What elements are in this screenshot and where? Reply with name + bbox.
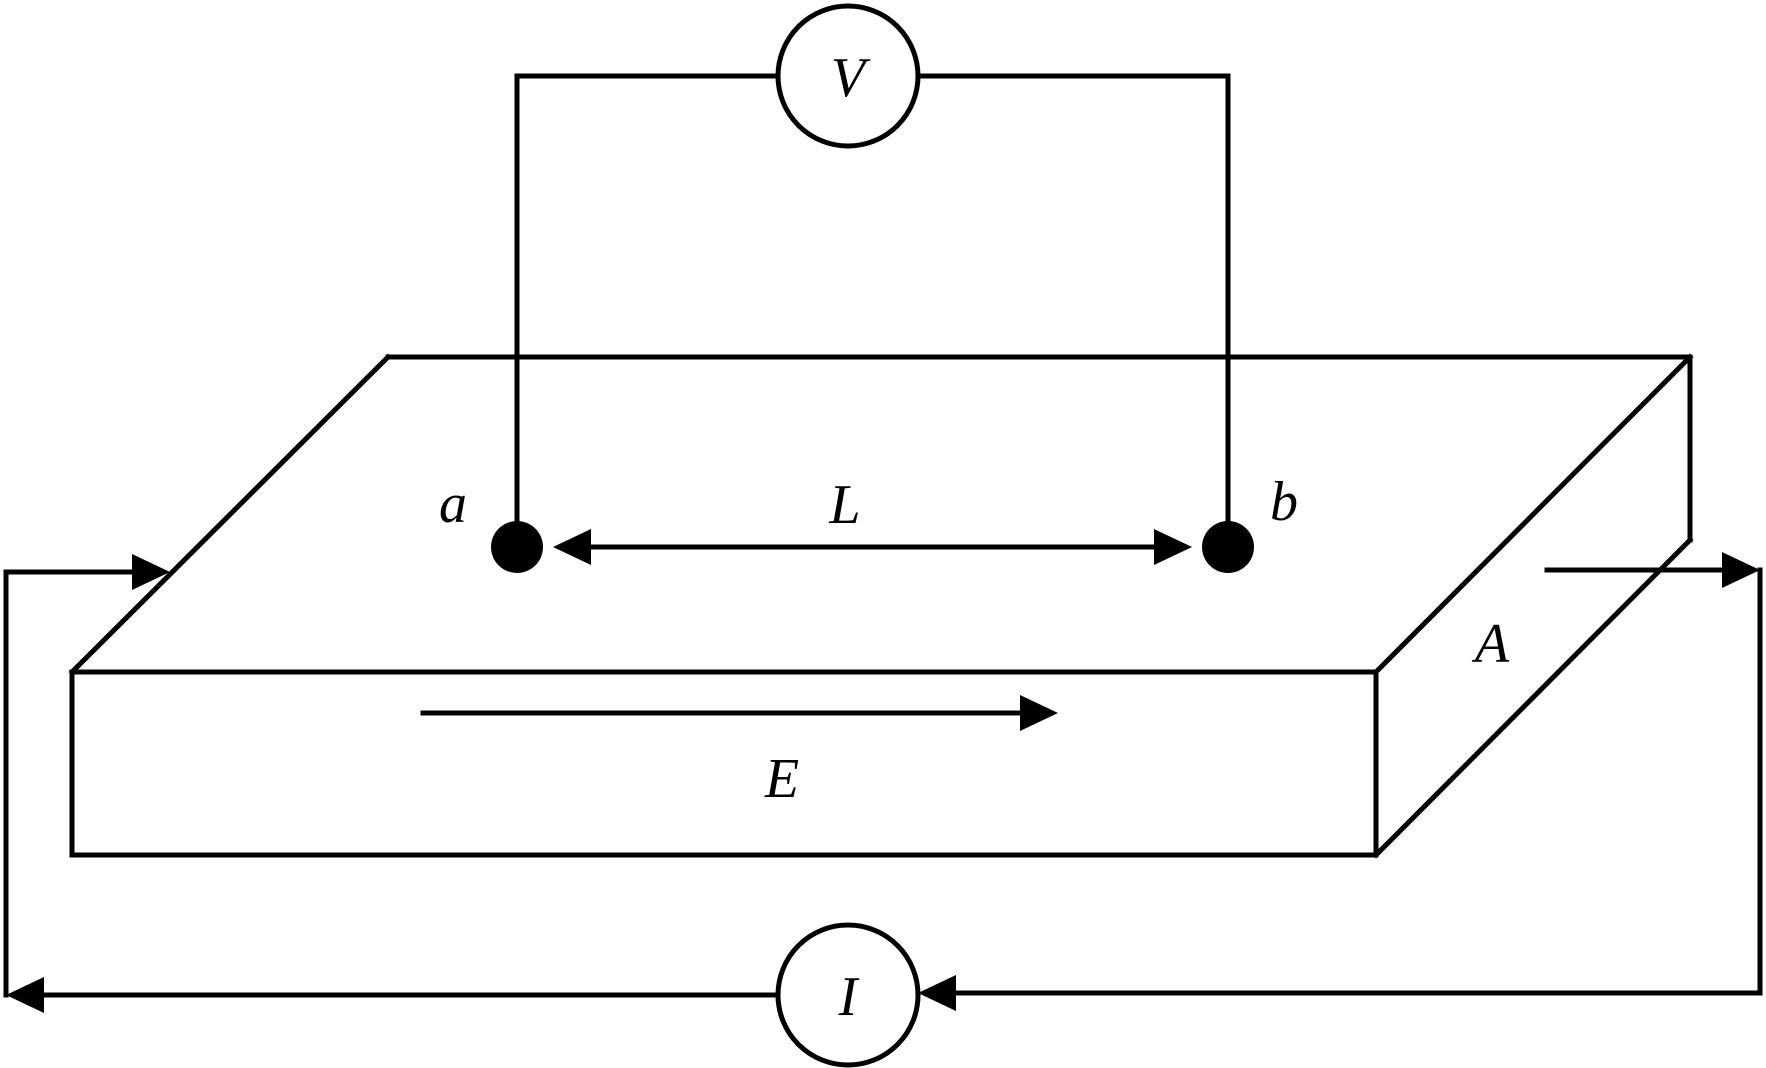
slab-front-face bbox=[69, 669, 1379, 858]
probe-point-b bbox=[1202, 521, 1254, 573]
voltmeter-label: V bbox=[831, 47, 871, 109]
conductor-slab bbox=[68, 353, 1694, 859]
current-return-arrowhead bbox=[6, 977, 44, 1013]
slab-top-left-edge bbox=[68, 353, 392, 676]
field-arrow-head bbox=[1020, 695, 1058, 731]
point-b-label: b bbox=[1270, 471, 1298, 533]
current-output-arrowhead bbox=[1722, 552, 1760, 588]
slab-top-right-edge bbox=[1372, 353, 1694, 676]
length-label: L bbox=[828, 474, 860, 536]
voltmeter-circle bbox=[775, 3, 921, 149]
length-arrow bbox=[553, 529, 1192, 565]
voltmeter-circuit: V bbox=[514, 3, 1231, 548]
field-label: E bbox=[764, 748, 799, 810]
electric-field-arrow bbox=[420, 695, 1058, 731]
current-circuit: I bbox=[3, 552, 1763, 1068]
length-arrow-right-head bbox=[1154, 529, 1192, 565]
point-a-label: a bbox=[439, 473, 467, 535]
probe-point-a bbox=[491, 521, 543, 573]
current-input-arrowhead bbox=[132, 554, 170, 590]
ammeter-circle bbox=[775, 922, 921, 1068]
ammeter-label: I bbox=[838, 966, 860, 1028]
slab-bottom-right-edge bbox=[1372, 536, 1694, 859]
length-arrow-left-head bbox=[553, 529, 591, 565]
area-label: A bbox=[1471, 613, 1510, 675]
current-into-ammeter-arrowhead bbox=[918, 975, 956, 1011]
